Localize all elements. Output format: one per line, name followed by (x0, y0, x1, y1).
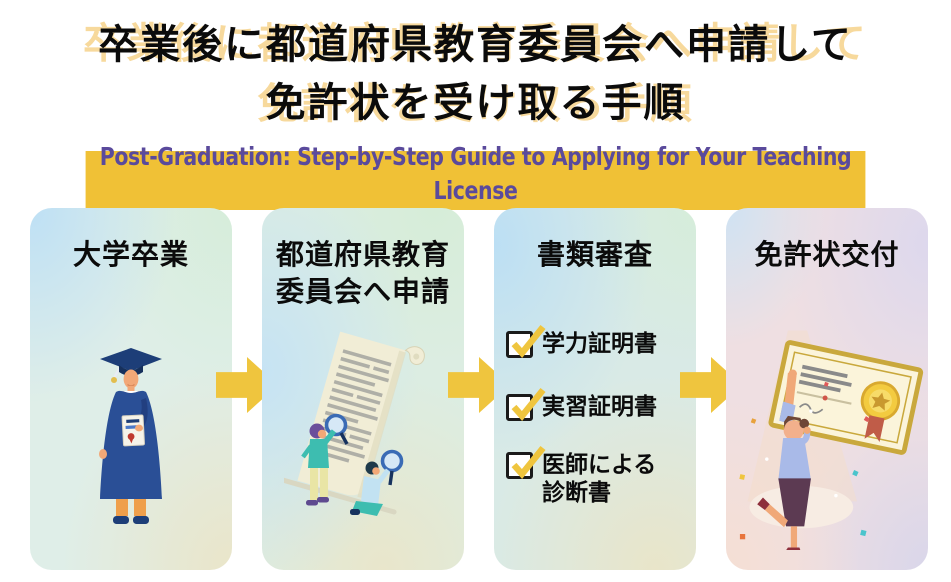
page-title-text: 卒業後に都道府県教育委員会へ申請して 免許状を受け取る手順 (0, 16, 951, 132)
checklist-item-medical-certificate: 医師による 診断書 (506, 445, 657, 507)
checkmark-icon (511, 445, 546, 480)
step-card-license-issuance: 免許状交付 (726, 208, 928, 570)
subtitle-row: Post-Graduation: Step-by-Step Guide to A… (0, 140, 951, 210)
checklist-label: 医師による 診断書 (542, 452, 657, 506)
page-title-shadow: 卒業後に都道府県教育委員会へ申請して 免許状を受け取る手順 (0, 14, 951, 135)
title-line2: 免許状を受け取る手順 (265, 80, 686, 126)
document-review-with-magnifiers-icon (284, 331, 425, 516)
step4-title: 免許状交付 (754, 238, 900, 271)
step1-title: 大学卒業 (72, 238, 189, 271)
graduate-with-diploma-icon (99, 348, 162, 524)
page-title: 卒業後に都道府県教育委員会へ申請して 免許状を受け取る手順 卒業後に都道府県教育… (0, 16, 951, 132)
checklist-label: 学力証明書 (542, 331, 657, 357)
checklist-item-academic-certificate: 学力証明書 (506, 324, 657, 359)
title-shadow-line1: 卒業後に都道府県教育委員会へ申請して (82, 20, 869, 68)
step2-title: 都道府県教育 委員会へ申請 (275, 238, 450, 308)
checkmark-icon (511, 387, 546, 422)
step-card-university-graduation: 大学卒業 (30, 208, 232, 570)
step-card-apply-to-board: 都道府県教育 委員会へ申請 (262, 208, 464, 570)
step3-title: 書類審査 (536, 238, 653, 271)
checkbox (506, 324, 546, 359)
checklist-label: 実習証明書 (542, 394, 657, 420)
title-shadow-line2: 免許状を受け取る手順 (257, 80, 694, 129)
subtitle-highlighted-text: Post-Graduation: Step-by-Step Guide to A… (85, 140, 866, 210)
step-card-document-screening: 書類審査 学力証明書 実習証明書 医師による 診断 (494, 208, 696, 570)
checkbox (506, 445, 546, 480)
title-line1: 卒業後に都道府県教育委員会へ申請して (98, 22, 853, 68)
checklist-item-practicum-certificate: 実習証明書 (506, 387, 657, 422)
checkmark-icon (511, 324, 546, 359)
checkbox (506, 387, 546, 422)
license-certificate-celebration-icon (739, 330, 924, 550)
